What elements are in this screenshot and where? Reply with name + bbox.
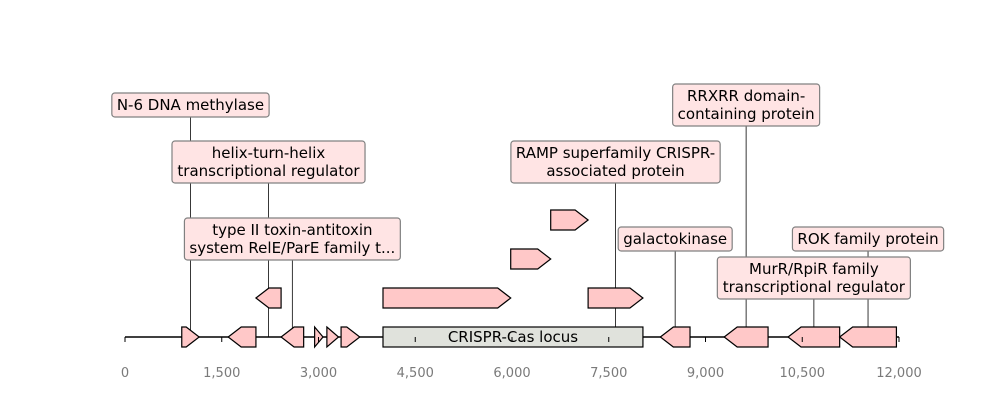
annotation-label-1: N-6 DNA methylase [111,92,270,118]
annotation-box [183,217,401,261]
annotation-text: helix-turn-helix [212,144,326,162]
x-tick-label: 6,000 [493,366,530,381]
gene-arrow-9 [510,248,552,270]
annotation-label-6: RRXRR domain-containing protein [672,83,821,127]
annotation-box [617,226,733,252]
crispr-locus-box [382,326,644,348]
gene-arrow-8 [382,287,512,309]
annotation-text: MurR/RpiR family [749,260,879,278]
annotation-text: galactokinase [623,230,727,248]
annotation-label-8: ROK family protein [791,226,945,252]
x-tick-label: 3,000 [300,366,337,381]
x-tick-label: 1,500 [203,366,240,381]
gene-arrow-4 [280,326,305,348]
x-tick-label: 9,000 [687,366,724,381]
x-tick-label: 4,500 [397,366,434,381]
gene-arrow-13 [723,326,769,348]
x-tick-label: 7,500 [590,366,627,381]
gene-arrow-12 [659,326,691,348]
x-axis: 0 1,500 3,000 4,500 6,000 7,500 9,000 10,500 12,… [121,337,922,381]
gene-arrow-3 [254,287,282,309]
annotation-text: RAMP superfamily CRISPR- [516,144,715,162]
annotation-text: N-6 DNA methylase [117,96,264,114]
annotation-label-4: RAMP superfamily CRISPR-associated prote… [510,140,721,184]
x-tick-label: 0 [121,366,129,381]
annotation-box [672,83,821,127]
gene-arrow-2 [227,326,257,348]
annotation-text: type II toxin-antitoxin [212,221,372,239]
annotation-labels: N-6 DNA methylasehelix-turn-helixtranscr… [111,83,945,300]
x-tick-label: 10,500 [780,366,826,381]
gene-arrow-1 [181,326,201,348]
gene-arrow-10 [550,209,590,231]
gene-arrow-15 [838,326,898,348]
annotation-text: ROK family protein [797,230,938,248]
annotation-text: transcriptional regulator [177,162,360,180]
annotation-text: associated protein [546,162,684,180]
annotation-text: system RelE/ParE family t... [189,239,395,257]
crispr-locus-label: CRISPR-Cas locus [448,328,578,346]
annotation-box [510,140,721,184]
gene-arrow-7 [340,326,361,348]
annotation-box [111,92,270,118]
gene-arrow-14 [787,326,841,348]
annotation-text: RRXRR domain- [687,87,805,105]
annotation-label-5: galactokinase [617,226,733,252]
annotation-box [716,256,911,300]
gene-arrow-11 [587,287,644,309]
crispr-locus-feature: CRISPR-Cas locus [382,326,644,348]
x-tick-label: 12,000 [876,366,922,381]
gene-arrow-6 [326,325,340,349]
annotation-text: transcriptional regulator [723,278,906,296]
annotation-box [171,140,366,184]
gene-features [181,209,898,349]
annotation-box [791,226,945,252]
annotation-text: containing protein [678,105,815,123]
